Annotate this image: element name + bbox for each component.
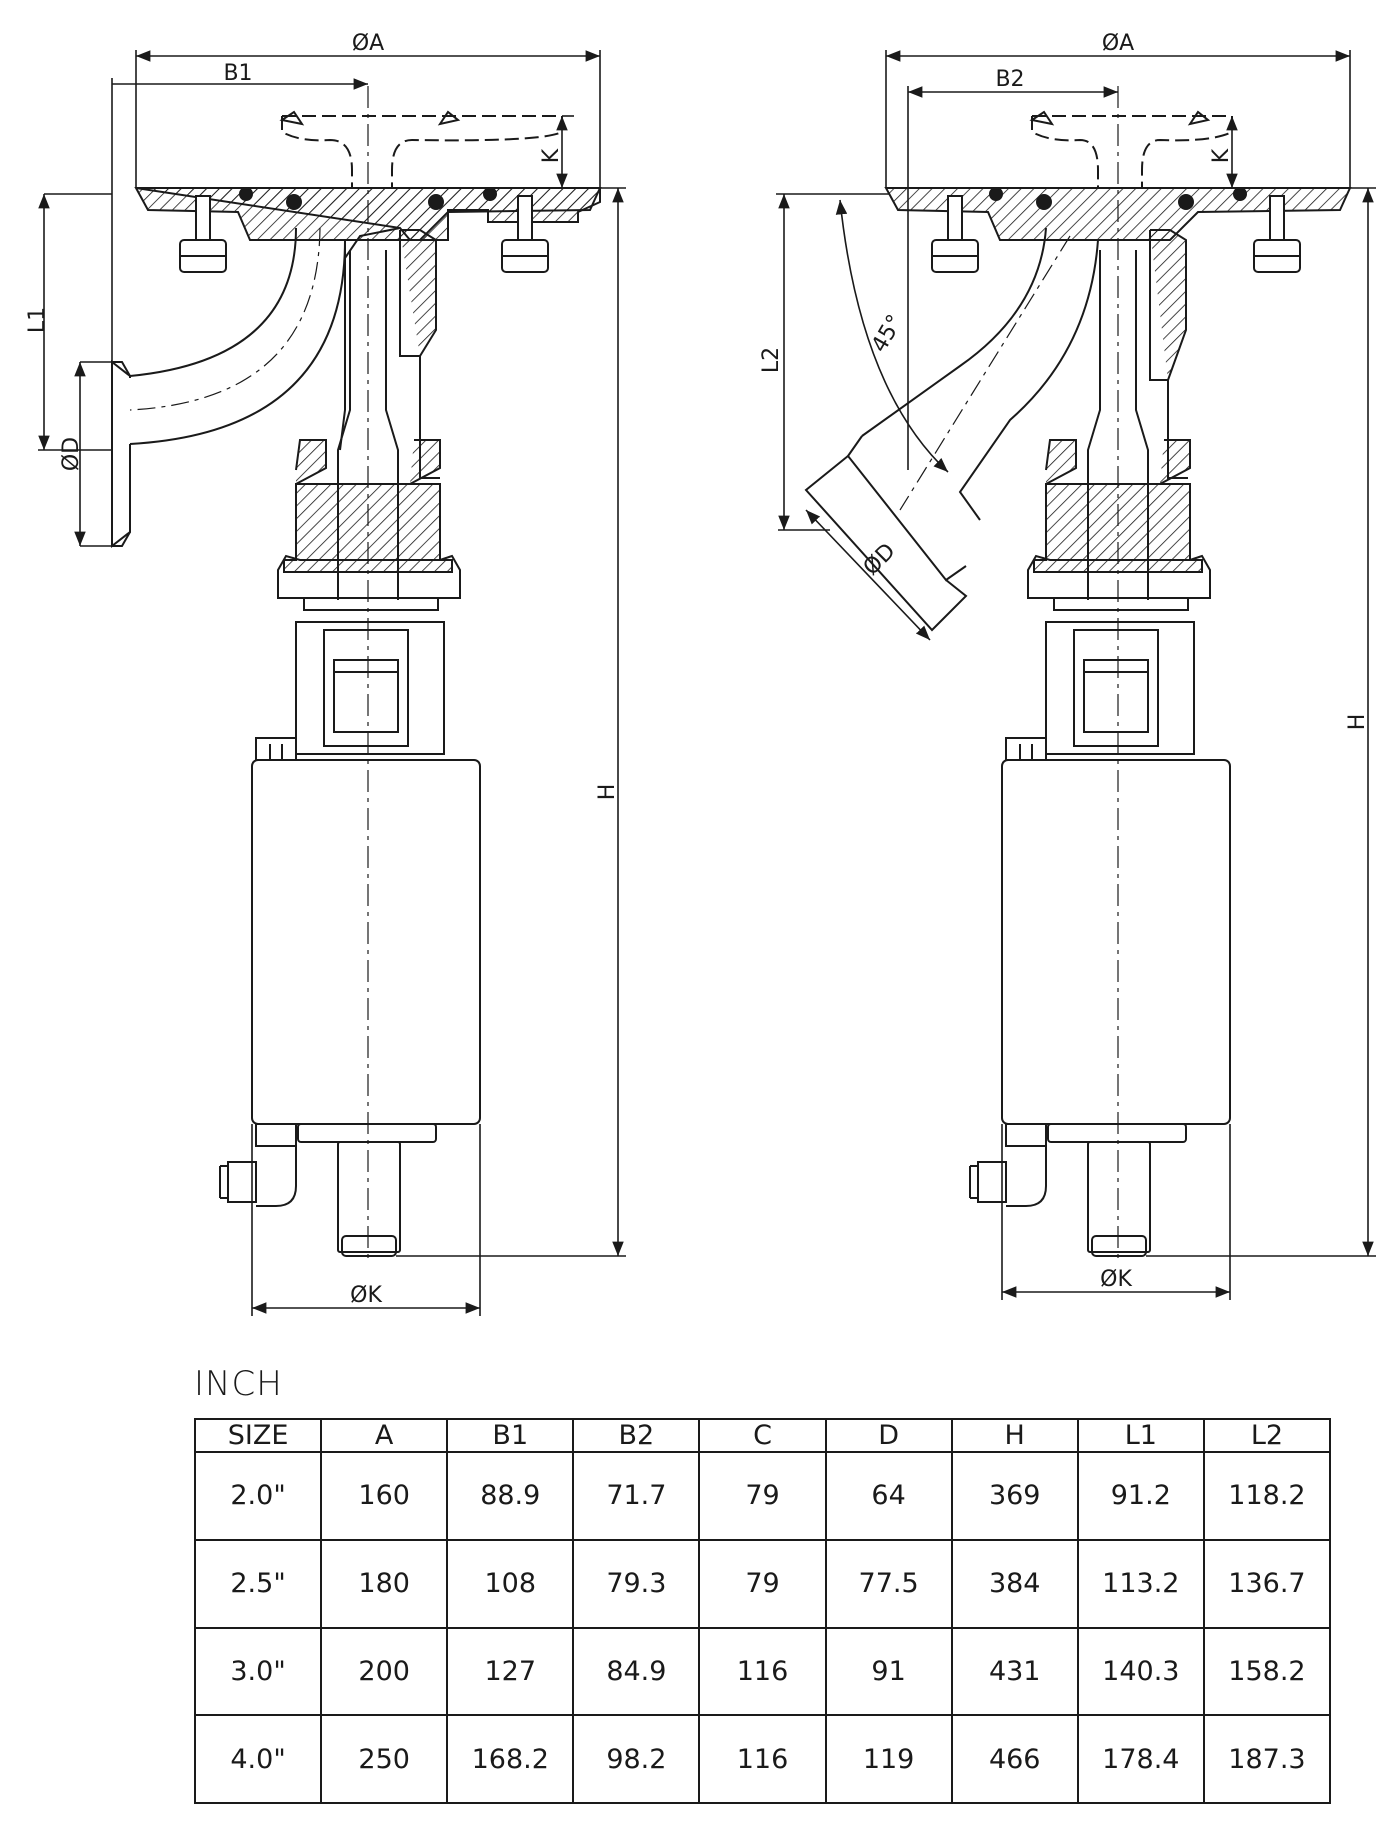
table-cell: 91.2 [1076,1451,1205,1541]
table-cell: 88.9 [446,1451,575,1541]
dimension-table: SIZE A B1 B2 C D H L1 L2 2.0" 160 88.9 7… [193,1418,1332,1804]
table-cell: 91 [824,1626,953,1717]
dim-B2: B2 [995,67,1024,92]
table-cell: 116 [698,1626,827,1717]
unit-label: INCH [194,1364,283,1404]
col-header: L2 [1202,1418,1332,1453]
dim-L1: L1 [25,307,50,333]
table-cell: 113.2 [1076,1538,1205,1629]
table-row: 2.0" 160 88.9 71.7 79 64 369 91.2 118.2 [193,1451,1332,1541]
table-cell: 98.2 [572,1714,701,1804]
table-cell: 4.0" [193,1714,323,1804]
dim-phiA-right: ØA [1102,31,1134,56]
table-cell: 466 [950,1714,1079,1804]
dim-K-right: K [1209,148,1234,163]
dim-H-left: H [595,784,620,801]
table-cell: 64 [824,1451,953,1541]
dim-phiD-left: ØD [59,437,84,471]
table-cell: 84.9 [572,1626,701,1717]
dim-phiK-left: ØK [350,1283,382,1308]
table-cell: 2.0" [193,1451,323,1541]
col-header: A [320,1418,449,1453]
table-cell: 136.7 [1202,1538,1332,1629]
table-cell: 79 [698,1451,827,1541]
col-header: SIZE [193,1418,323,1453]
table-cell: 384 [950,1538,1079,1629]
table-cell: 79.3 [572,1538,701,1629]
table-cell: 431 [950,1626,1079,1717]
table-cell: 250 [320,1714,449,1804]
table-cell: 140.3 [1076,1626,1205,1717]
table-cell: 369 [950,1451,1079,1541]
col-header: H [950,1418,1079,1453]
table-cell: 160 [320,1451,449,1541]
dim-K-left: K [539,148,564,163]
table-cell: 118.2 [1202,1451,1332,1541]
table-cell: 2.5" [193,1538,323,1629]
dim-H-right: H [1345,714,1370,731]
table-cell: 77.5 [824,1538,953,1629]
left-valve-view [111,86,602,1262]
dim-phiA-left: ØA [352,31,384,56]
table-cell: 178.4 [1076,1714,1205,1804]
table-cell: 127 [446,1626,575,1717]
col-header: D [824,1418,953,1453]
table-row: 2.5" 180 108 79.3 79 77.5 384 113.2 136.… [193,1538,1332,1629]
dim-phiK-right: ØK [1100,1267,1132,1292]
table-cell: 180 [320,1538,449,1629]
dim-B1: B1 [223,61,252,86]
table-cell: 119 [824,1714,953,1804]
table-cell: 168.2 [446,1714,575,1804]
table-cell: 187.3 [1202,1714,1332,1804]
col-header: B2 [572,1418,701,1453]
table-cell: 200 [320,1626,449,1717]
right-dimensions [776,50,1376,1300]
table-row: 4.0" 250 168.2 98.2 116 119 466 178.4 18… [193,1714,1332,1804]
table-cell: 3.0" [193,1626,323,1717]
dim-L2: L2 [759,347,784,373]
left-dimensions [38,50,626,1316]
col-header: C [698,1418,827,1453]
valve-drawing: ØA B1 K L1 ØD H ØK [25,31,1376,1316]
left-dimension-labels: ØA B1 K L1 ØD H ØK [25,31,620,1308]
table-cell: 108 [446,1538,575,1629]
table-cell: 158.2 [1202,1626,1332,1717]
dim-phiD-right: ØD [859,539,901,581]
col-header: L1 [1076,1418,1205,1453]
table-cell: 79 [698,1538,827,1629]
right-valve-view [804,86,1352,1262]
dim-angle-45: 45° [867,311,908,357]
table-cell: 116 [698,1714,827,1804]
table-header-row: SIZE A B1 B2 C D H L1 L2 [193,1418,1332,1453]
col-header: B1 [446,1418,575,1453]
table-row: 3.0" 200 127 84.9 116 91 431 140.3 158.2 [193,1626,1332,1717]
table-cell: 71.7 [572,1451,701,1541]
